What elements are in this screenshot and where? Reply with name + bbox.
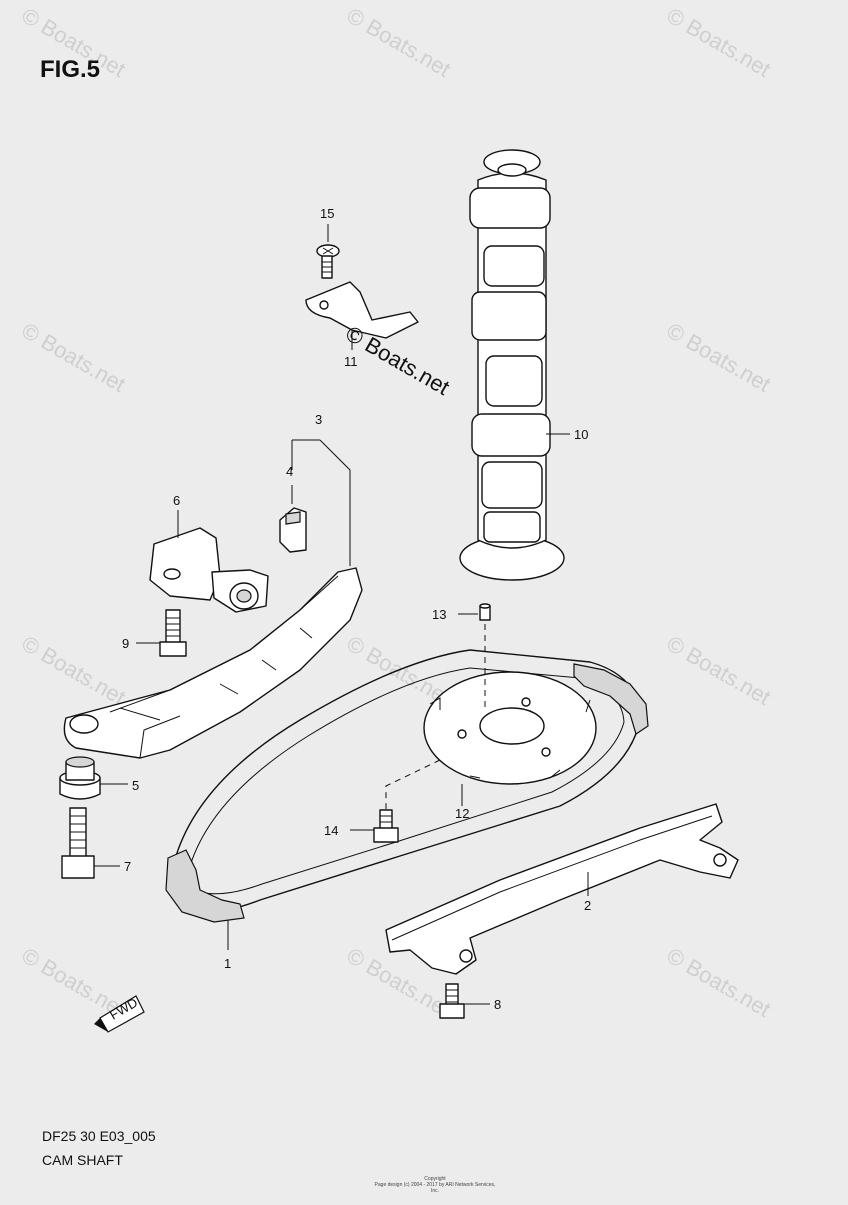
callout-14: 14 (324, 823, 338, 838)
dowel-pin (458, 603, 491, 710)
watermark: © Boats.net (663, 943, 775, 1022)
callout-6: 6 (173, 493, 180, 508)
callout-7: 7 (124, 859, 131, 874)
tensioner-bolt (136, 609, 187, 657)
copyright-block: Copyright Page design (c) 2004 - 2017 by… (370, 1176, 500, 1194)
callout-1: 1 (224, 956, 231, 971)
tensioner-pad (279, 485, 307, 553)
cam-sprocket (385, 671, 597, 812)
callout-8: 8 (494, 997, 501, 1012)
chain-guide (385, 803, 739, 975)
plate-screw (316, 224, 340, 279)
callout-13: 13 (432, 607, 446, 622)
collar (59, 756, 128, 800)
callout-5: 5 (132, 778, 139, 793)
watermark: © Boats.net (663, 318, 775, 397)
timing-chain (165, 649, 649, 950)
callout-2: 2 (584, 898, 591, 913)
callout-4: 4 (286, 464, 293, 479)
watermark: © Boats.net (18, 631, 130, 710)
diagram-name: CAM SHAFT (42, 1152, 123, 1168)
watermark: © Boats.net (663, 631, 775, 710)
figure-title: FIG.5 (40, 56, 101, 83)
callout-11: 11 (344, 354, 358, 369)
diagram-code: DF25 30 E03_005 (42, 1128, 156, 1144)
guide-bolt (439, 983, 490, 1019)
callout-labels: 1 2 3 4 5 6 7 8 9 10 11 12 13 14 15 (122, 206, 591, 1012)
copyright-line-1: Copyright (424, 1176, 446, 1182)
arm-bolt (61, 807, 120, 879)
sprocket-bolt (350, 809, 399, 843)
watermark: © Boats.net (663, 3, 775, 82)
callout-3: 3 (315, 412, 322, 427)
callout-15: 15 (320, 206, 334, 221)
camshaft (459, 149, 570, 581)
copyright-line-2: Page design (c) 2004 - 2017 by ARI Netwo… (374, 1182, 496, 1194)
retainer-plate (305, 281, 419, 350)
watermark: © Boats.net (343, 3, 455, 82)
tensioner-arm (63, 439, 363, 759)
callout-12: 12 (455, 806, 469, 821)
chain-tensioner (149, 510, 269, 613)
callout-10: 10 (574, 427, 588, 442)
watermark: © Boats.net (18, 318, 130, 397)
callout-9: 9 (122, 636, 129, 651)
